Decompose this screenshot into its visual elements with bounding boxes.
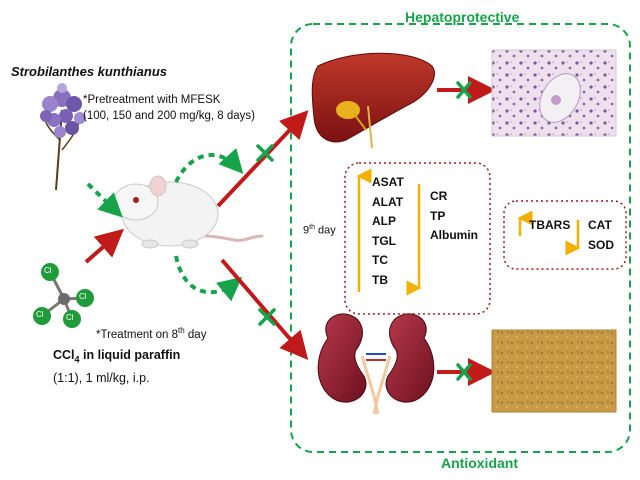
ccl4-rest: in liquid paraffin xyxy=(79,348,181,362)
outcome-enclosure xyxy=(290,23,631,453)
marker-tp: TP xyxy=(430,208,446,223)
pretreatment-text: *Pretreatment with MFESK (100, 150 and 2… xyxy=(83,92,255,124)
ccl4-molecule xyxy=(33,263,94,328)
green-x-icon xyxy=(258,308,276,326)
marker-asat: ASAT xyxy=(372,175,404,189)
pretreatment-line-1: *Pretreatment with MFESK xyxy=(83,94,221,106)
marker-alp: ALP xyxy=(372,214,396,228)
marker-tbars: TBARS xyxy=(529,218,571,232)
cl-atom-label: Cl xyxy=(66,313,74,322)
treatment-suffix: day xyxy=(184,328,207,341)
pretreatment-line-2: (100, 150 and 200 mg/kg, 8 days) xyxy=(83,110,255,122)
marker-tc: TC xyxy=(372,253,388,267)
increased-oxidative-markers: TBARS xyxy=(529,216,570,236)
liver-markers-box xyxy=(344,162,491,315)
marker-sod: SOD xyxy=(588,237,615,252)
marker-tgl: TGL xyxy=(372,233,396,248)
plant-to-rat-arrow xyxy=(86,182,123,218)
hepatoprotective-title: Hepatoprotective xyxy=(405,9,520,25)
increased-liver-markers: ASAT ALAT ALP TGL TC TB xyxy=(372,173,404,290)
plant-name: Strobilanthes kunthianus xyxy=(11,64,168,79)
rat-illustration xyxy=(113,175,264,249)
liver-illustration xyxy=(311,52,435,149)
rat-to-kidney-green-arrow xyxy=(174,255,243,302)
antioxidant-title: Antioxidant xyxy=(441,455,518,471)
marker-alat: ALAT xyxy=(372,194,404,209)
ccl4-label: CCl4 in liquid paraffin (1:1), 1 ml/kg, … xyxy=(53,346,180,387)
rat-to-liver-arrow xyxy=(216,110,309,208)
marker-cat: CAT xyxy=(588,218,612,232)
ccl4-to-rat-arrow xyxy=(84,228,125,264)
ccl4-dose: (1:1), 1 ml/kg, i.p. xyxy=(53,370,150,385)
green-x-icon xyxy=(456,363,472,381)
ccl4-name: CCl xyxy=(53,348,75,362)
treatment-text: *Treatment on 8th day xyxy=(96,323,206,343)
cl-atom-label: Cl xyxy=(36,310,44,319)
rat-to-kidney-arrow xyxy=(220,258,309,361)
day-label: 9th day xyxy=(303,224,336,237)
kidney-illustration xyxy=(317,313,435,415)
rat-to-liver-green-arrow xyxy=(174,148,244,183)
green-x-icon xyxy=(256,144,274,162)
treatment-sup: th xyxy=(178,326,185,335)
cl-atom-label: Cl xyxy=(44,266,52,275)
decreased-liver-markers: CR TP Albumin xyxy=(430,187,478,246)
ccl4-sub: 4 xyxy=(74,354,80,365)
cl-atom-label: Cl xyxy=(79,292,87,301)
marker-tb: TB xyxy=(372,272,388,287)
marker-cr: CR xyxy=(430,189,448,203)
green-x-icon xyxy=(456,81,472,99)
kidney-histology-image xyxy=(491,329,617,413)
plant-illustration xyxy=(40,83,86,191)
marker-albumin: Albumin xyxy=(430,228,478,242)
decreased-oxidative-markers: CAT SOD xyxy=(588,216,614,255)
treatment-prefix: *Treatment on 8 xyxy=(96,328,179,341)
